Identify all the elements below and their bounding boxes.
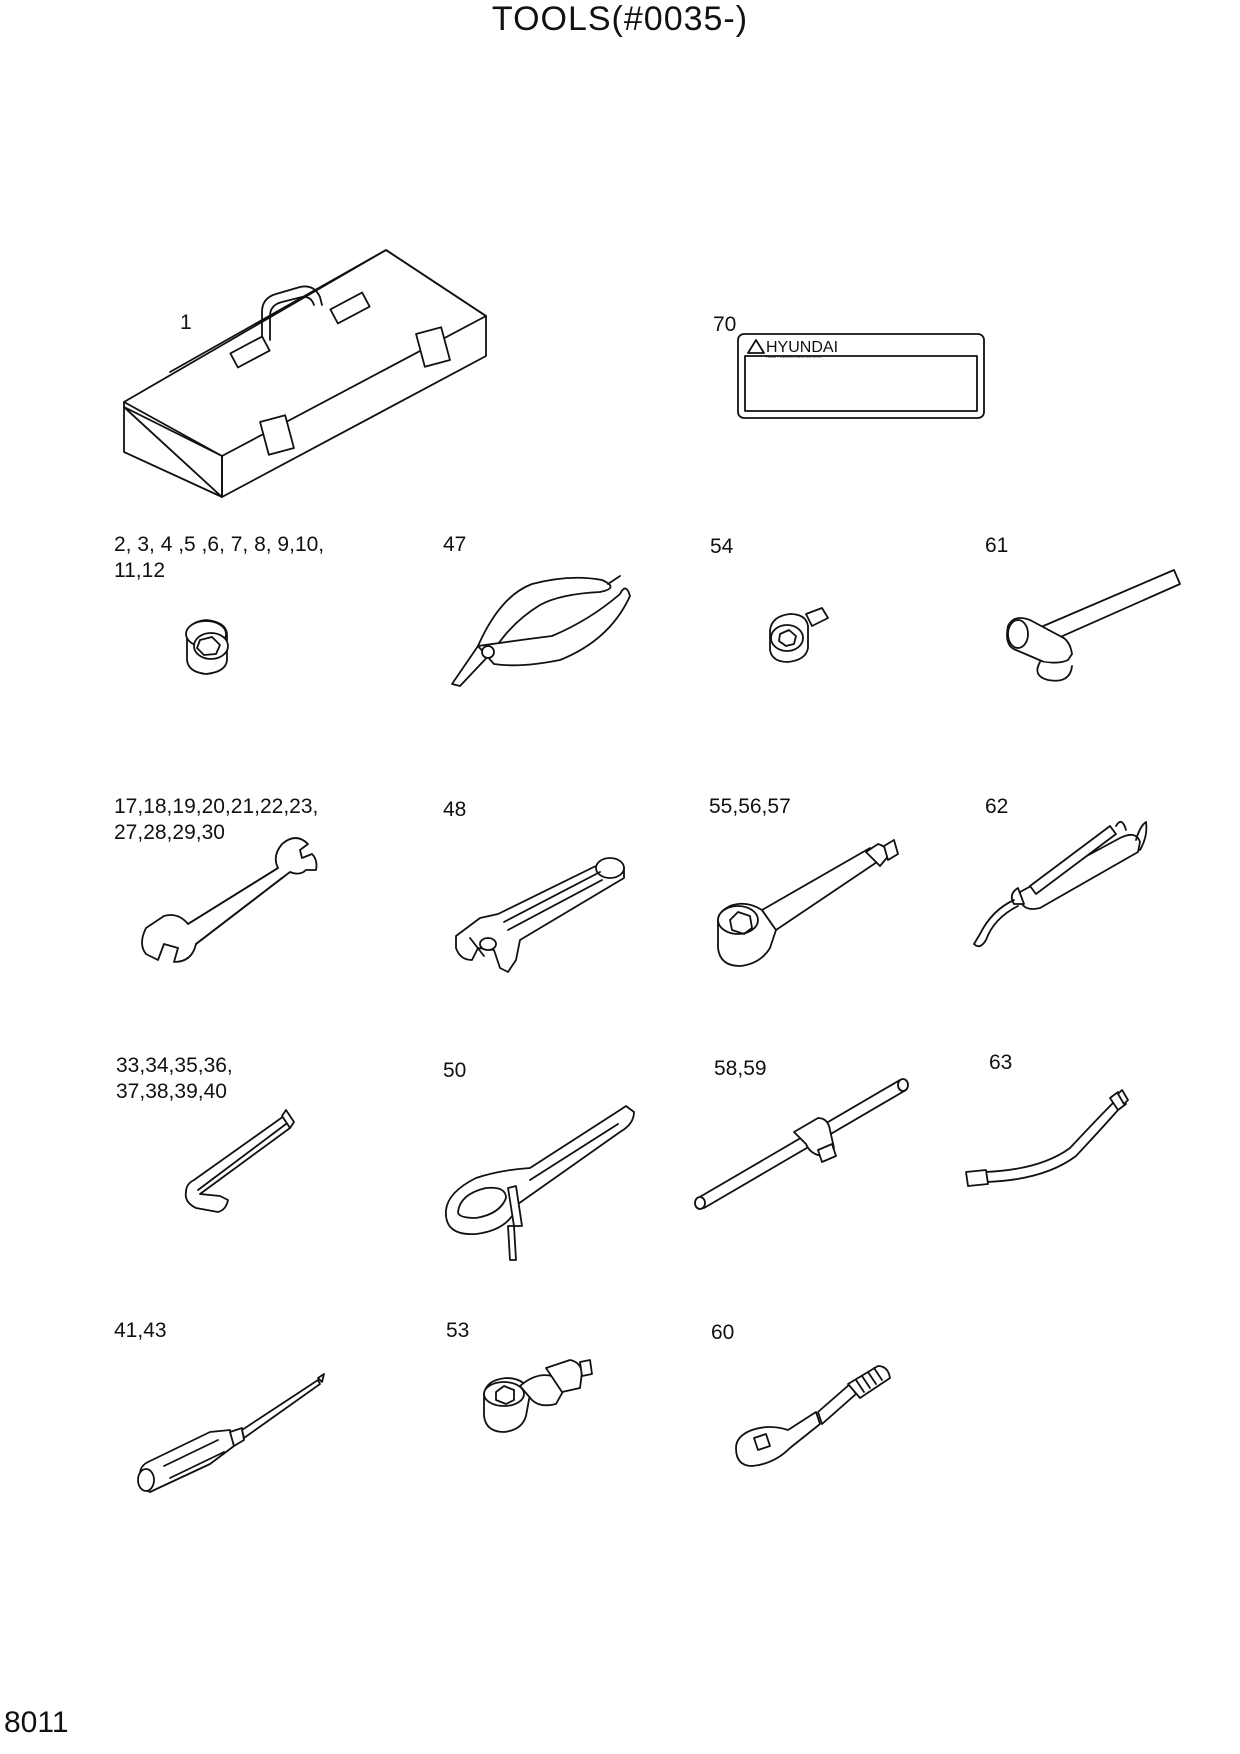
socket-drawing: [185, 619, 229, 675]
label-screwdriver: 41,43: [114, 1319, 167, 1342]
label-universal-joint: 53: [446, 1319, 470, 1342]
label-t-handle: 58,59: [714, 1057, 767, 1080]
pliers-drawing: [451, 575, 631, 687]
universal-joint-drawing: [483, 1359, 593, 1433]
label-extension-bar: 55,56,57: [709, 795, 791, 818]
grease-hose-drawing: [965, 1089, 1129, 1187]
adapter-drawing: [769, 607, 829, 663]
hex-key-drawing: [184, 1109, 295, 1213]
label-grease-gun: 62: [985, 795, 1009, 818]
label-adapter: 54: [710, 535, 734, 558]
page-title: TOOLS(#0035-): [491, 0, 749, 38]
label-toolbox: 1: [180, 311, 192, 334]
label-grease-hose: 63: [989, 1051, 1013, 1074]
label-socket: 2, 3, 4 ,5 ,6, 7, 8, 9,10, 11,12: [114, 533, 325, 582]
spanner-drawing: [141, 837, 318, 963]
page-number: 8011: [4, 1706, 69, 1739]
grease-gun-drawing: [973, 820, 1148, 948]
label-decal: 70: [713, 313, 737, 336]
label-filter-wrench: 50: [443, 1059, 467, 1082]
extension-bar-drawing: [717, 839, 899, 967]
decal-brand: HYUNDAI: [766, 339, 838, 356]
hammer-drawing: [1006, 569, 1181, 682]
decal-subtitle: HEAVY INDUSTRIES CO.,LTD.: [766, 354, 822, 359]
label-hammer: 61: [985, 534, 1009, 557]
adjustable-wrench-drawing: [455, 857, 625, 973]
label-hex-key: 33,34,35,36, 37,38,39,40: [116, 1054, 233, 1103]
label-adjustable-wrench: 48: [443, 798, 467, 821]
filter-wrench-drawing: [445, 1105, 635, 1261]
label-pliers: 47: [443, 533, 467, 556]
screwdriver-drawing: [137, 1373, 325, 1493]
t-handle-drawing: [694, 1078, 909, 1210]
label-spanner: 17,18,19,20,21,22,23, 27,28,29,30: [114, 795, 319, 844]
ratchet-drawing: [735, 1365, 891, 1467]
toolbox-drawing: [123, 249, 487, 498]
decal-drawing: HYUNDAI HEAVY INDUSTRIES CO.,LTD.: [737, 333, 985, 419]
label-ratchet: 60: [711, 1321, 735, 1344]
